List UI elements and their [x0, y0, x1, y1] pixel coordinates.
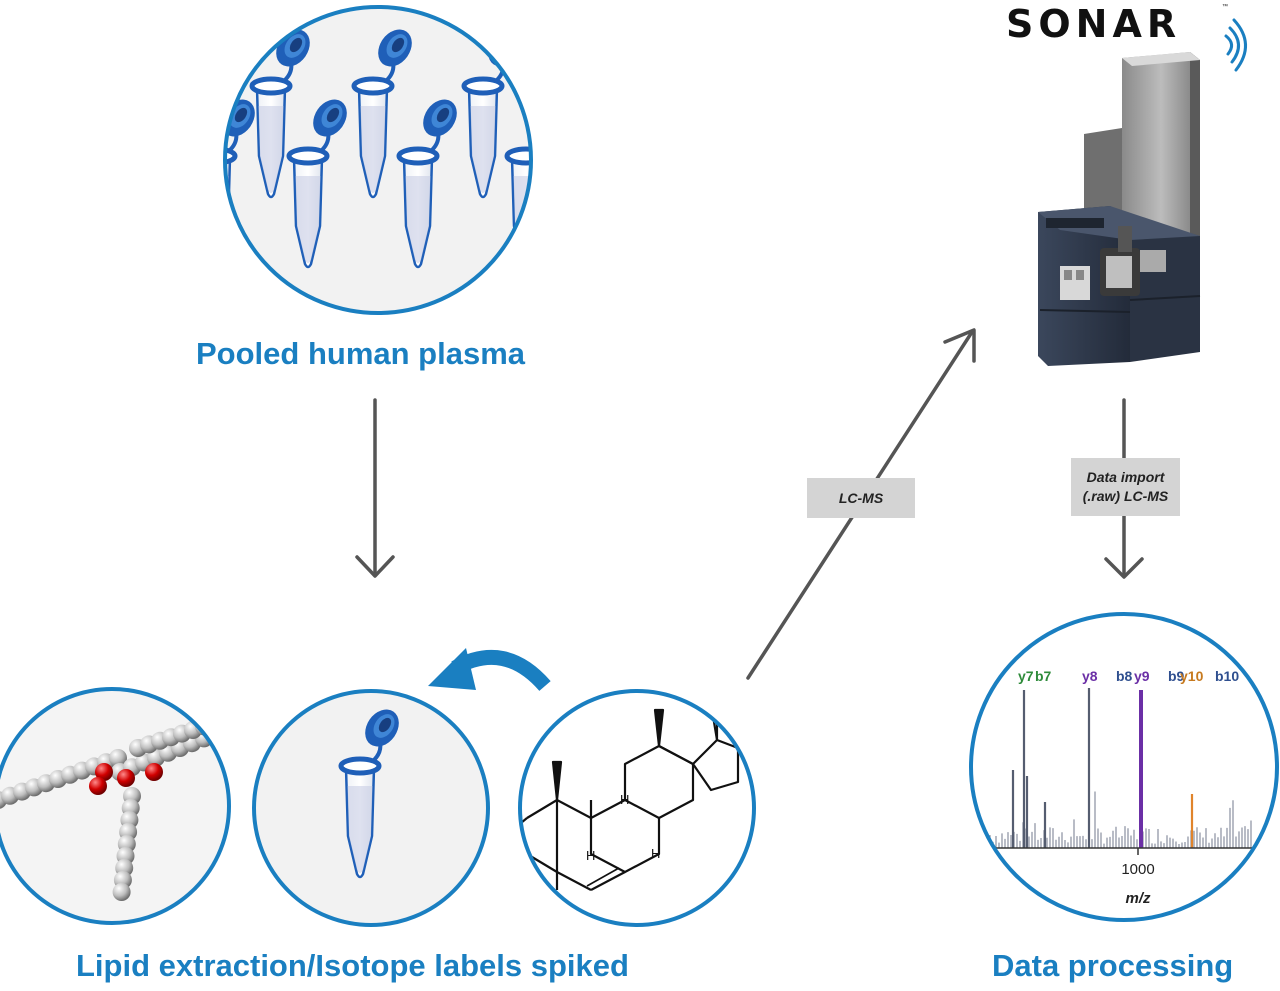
- lcms-tag: LC-MS: [807, 478, 915, 518]
- ion-label: b9: [1168, 668, 1185, 684]
- trademark-mark: ™: [1222, 4, 1228, 10]
- mass-spectrometer-image: [1038, 52, 1201, 366]
- oxygen-atom: [95, 763, 113, 781]
- sample-tube-circle: [252, 689, 490, 927]
- lipid-molecule-circle: [0, 687, 231, 925]
- data-import-tag: Data import (.raw) LC-MS: [1071, 458, 1180, 516]
- atom-label: H: [586, 848, 595, 863]
- sterol-structure-circle: H H H: [518, 689, 756, 927]
- ion-label: y7: [1018, 668, 1034, 684]
- x-tick-label: 1000: [1121, 861, 1154, 878]
- ion-label: y8: [1082, 668, 1098, 684]
- atom-label: H: [620, 792, 629, 807]
- data-processing-caption: Data processing: [992, 948, 1234, 983]
- sonar-logo: SONAR: [1006, 2, 1182, 46]
- oxygen-atom: [89, 777, 107, 795]
- x-axis-label: m/z: [1125, 890, 1151, 907]
- oxygen-atom: [145, 763, 163, 781]
- ion-label: b8: [1116, 668, 1133, 684]
- data-import-line: Data import: [1086, 469, 1165, 485]
- ion-label: y10: [1180, 668, 1204, 684]
- plasma-tubes-circle: [223, 5, 533, 315]
- carbon-atom: [112, 883, 131, 901]
- ion-label: y9: [1134, 668, 1150, 684]
- arrow-down-icon: [355, 398, 395, 578]
- data-import-format-line: (.raw) LC-MS: [1082, 488, 1169, 504]
- spike-arrow-icon: [428, 648, 551, 692]
- spectrum-peaks: [989, 688, 1252, 848]
- plasma-caption: Pooled human plasma: [196, 336, 526, 371]
- ion-label: b10: [1215, 668, 1239, 684]
- carbon-atom: [109, 749, 127, 767]
- oxygen-atom: [117, 769, 135, 787]
- sonar-waves-icon: [1224, 18, 1247, 72]
- ion-label: b7: [1035, 668, 1052, 684]
- extraction-caption: Lipid extraction/Isotope labels spiked: [76, 948, 629, 983]
- atom-label: H: [651, 846, 660, 861]
